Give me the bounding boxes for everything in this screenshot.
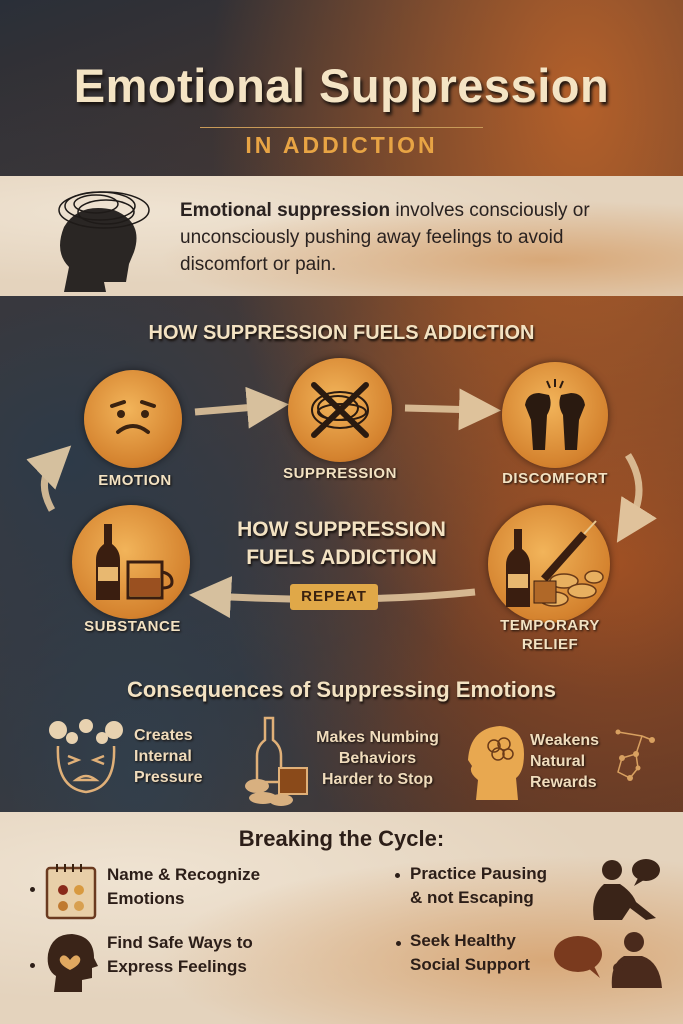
breaking-line: & not Escaping	[410, 888, 534, 907]
breaking-line: Seek Healthy	[410, 931, 516, 950]
intro-bold-term: Emotional suppression	[180, 200, 391, 221]
consequence-line: Pressure	[134, 769, 203, 786]
emotion-step	[84, 370, 182, 468]
page-title: Emotional Suppression	[73, 59, 610, 112]
head-heart-icon	[44, 930, 100, 994]
conversation-icon	[552, 928, 670, 990]
bullet	[30, 887, 35, 892]
page-subtitle: IN ADDICTION	[245, 132, 438, 158]
temporary-relief-line2: RELIEF	[521, 636, 579, 653]
consequence-line: Internal	[134, 748, 192, 765]
cycle-center-title: HOW SUPPRESSION FUELS ADDICTION	[0, 516, 683, 572]
consequence-line: Weakens	[530, 732, 600, 749]
cycle-heading: HOW SUPPRESSION FUELS ADDICTION	[148, 322, 535, 344]
clenched-fists-icon	[525, 379, 585, 450]
bottle-glass-icon	[96, 524, 174, 600]
intro-definition: involves consciously or unconsciously pu…	[180, 200, 590, 275]
discomfort-label: DISCOMFORT	[502, 470, 608, 487]
intro-text: Emotional suppression involves conscious…	[180, 197, 650, 278]
cycle-center-line1: HOW SUPPRESSION	[237, 518, 446, 541]
crossed-scribble-icon	[311, 382, 369, 438]
breaking-line: Find Safe Ways to	[107, 933, 253, 952]
emotion-label: EMOTION	[98, 472, 172, 489]
arrow-substance-to-emotion	[26, 445, 72, 512]
breaking-heading: Breaking the Cycle:	[238, 826, 445, 851]
breaking-item-pausing: Practice Pausing & not Escaping	[410, 862, 547, 910]
consequence-line: Rewards	[530, 774, 597, 791]
tangled-head-icon	[34, 182, 159, 294]
suppression-label: SUPPRESSION	[283, 465, 397, 482]
sitting-person-icon	[586, 856, 662, 922]
bottle-pills-syringe-icon	[506, 520, 604, 607]
molecule-network-icon	[608, 728, 658, 784]
consequence-line: Behaviors	[338, 750, 417, 767]
substance-label: SUBSTANCE	[84, 618, 181, 635]
consequence-line: Natural	[530, 753, 586, 770]
sad-face-icon	[110, 400, 156, 434]
breaking-band	[0, 812, 683, 1024]
breaking-line: Practice Pausing	[410, 864, 548, 883]
arrow-emotion-to-suppression	[194, 386, 289, 429]
title-divider	[200, 127, 483, 128]
breaking-line: Emotions	[107, 889, 185, 908]
arrow-suppression-to-discomfort	[404, 388, 501, 431]
discomfort-step	[502, 362, 608, 468]
substance-step	[72, 505, 190, 619]
brain-head-icon	[466, 722, 526, 802]
breaking-line: Name & Recognize	[107, 865, 261, 884]
consequence-line: Harder to Stop	[321, 771, 434, 788]
bullet	[395, 873, 400, 878]
temporary-relief-label: TEMPORARY RELIEF	[470, 616, 630, 654]
consequence-line: Makes Numbing	[316, 729, 439, 746]
emotion-calendar-icon	[45, 862, 99, 920]
consequences-heading: Consequences of Suppressing Emotions	[126, 677, 557, 702]
bullet	[30, 963, 35, 968]
breaking-line: Social Support	[410, 955, 530, 974]
suppression-step	[288, 358, 392, 462]
repeat-badge: REPEAT	[290, 584, 378, 610]
cycle-center-line2: FUELS ADDICTION	[246, 546, 437, 569]
breaking-item-express: Find Safe Ways to Express Feelings	[107, 931, 253, 979]
temporary-relief-line1: TEMPORARY	[500, 617, 600, 634]
stressed-face-icon	[46, 716, 126, 796]
bottle-pills-icon	[243, 716, 313, 806]
arrow-discomfort-to-relief	[616, 453, 657, 543]
temporary-relief-step	[488, 505, 610, 623]
bullet	[396, 941, 401, 946]
breaking-line: Express Feelings	[107, 957, 247, 976]
consequence-line: Creates	[134, 727, 193, 744]
